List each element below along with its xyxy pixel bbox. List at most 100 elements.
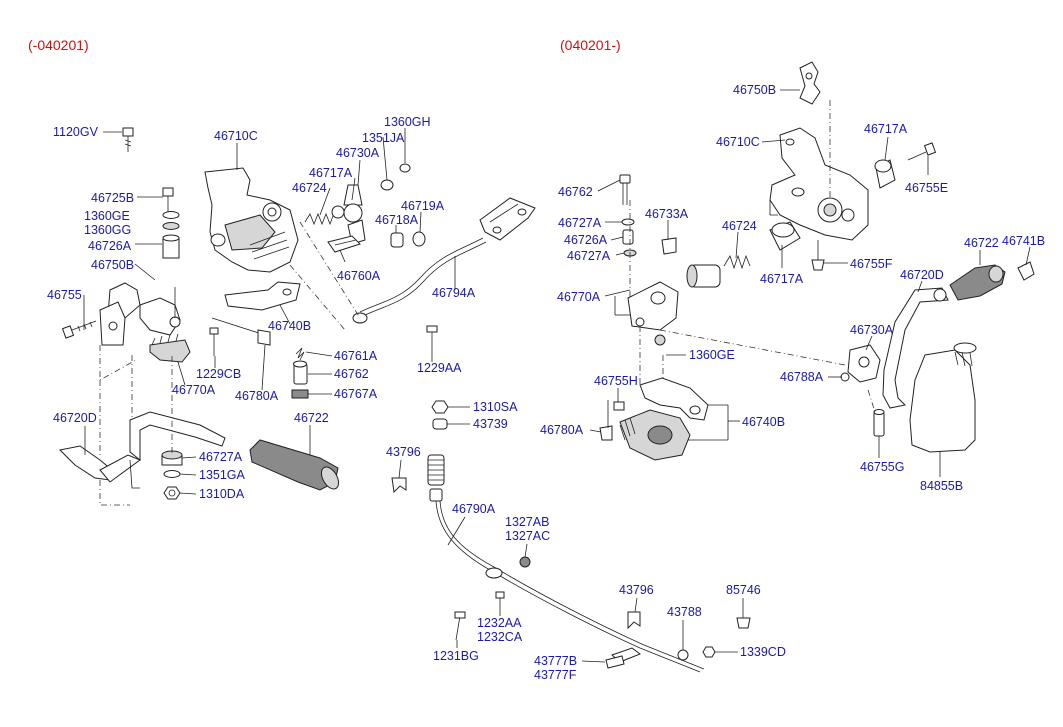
label-43739: 43739	[473, 417, 508, 431]
right-assembly	[599, 61, 1035, 461]
label-r-46733a: 46733A	[645, 207, 689, 221]
label-r-46722: 46722	[964, 236, 999, 250]
right-centerlines	[629, 100, 876, 413]
label-46750b: 46750B	[91, 258, 134, 272]
label-r-46727a-1: 46727A	[558, 216, 602, 230]
knob-46722-drawing	[249, 439, 340, 491]
label-43796-left: 43796	[386, 445, 421, 459]
cable-end-drawing	[427, 454, 705, 673]
label-43788: 43788	[667, 605, 702, 619]
label-46718a: 46718A	[375, 213, 419, 227]
left-date-header: (-040201)	[28, 37, 89, 53]
label-1360ge: 1360GE	[84, 209, 130, 223]
label-1339cd: 1339CD	[740, 645, 786, 659]
label-r-84855b: 84855B	[920, 479, 963, 493]
label-1351ga: 1351GA	[199, 468, 246, 482]
label-1310sa: 1310SA	[473, 400, 518, 414]
label-1232aa: 1232AA	[477, 616, 522, 630]
part-labels: 1120GV 46710C 1360GH 1351JA 46730A 46717…	[47, 83, 1045, 682]
label-r-46717a-bottom: 46717A	[760, 272, 804, 286]
label-43777b: 43777B	[534, 654, 577, 668]
shift-gate-right-drawing	[619, 377, 709, 461]
label-r-46720d: 46720D	[900, 268, 944, 282]
label-r-46755e: 46755E	[905, 181, 948, 195]
label-r-46750b: 46750B	[733, 83, 776, 97]
housing-right-drawing	[769, 127, 869, 241]
label-46780a: 46780A	[235, 389, 279, 403]
lever-right-drawing	[882, 287, 949, 409]
lever-46720d-drawing	[58, 411, 226, 489]
fasteners-bottom-left-drawing	[161, 450, 183, 500]
bracket-46750b-drawing	[99, 282, 141, 346]
label-46724: 46724	[292, 181, 327, 195]
bracket-46740b-drawing	[224, 281, 301, 311]
label-1229cb: 1229CB	[196, 367, 241, 381]
bolt-46725b-drawing	[162, 187, 180, 259]
bolt-46755-drawing	[61, 320, 97, 339]
left-assembly	[58, 127, 536, 506]
bolt-1120gv-drawing	[122, 127, 134, 152]
selector-46770a-drawing	[139, 287, 191, 363]
leader-lines	[83, 89, 1031, 663]
label-1120gv: 1120GV	[53, 125, 99, 139]
label-46727a: 46727A	[199, 450, 243, 464]
right-date-header: (040201-)	[560, 37, 621, 53]
cable-46794a-drawing	[352, 197, 536, 324]
label-r-46727a-2: 46727A	[567, 249, 611, 263]
label-1327ab: 1327AB	[505, 515, 549, 529]
label-1229aa: 1229AA	[417, 361, 462, 375]
spring-46724-drawing	[304, 212, 334, 226]
label-r-46780a: 46780A	[540, 423, 584, 437]
label-r-46740b: 46740B	[742, 415, 785, 429]
label-46770a: 46770A	[172, 383, 216, 397]
cable-assembly	[391, 400, 751, 673]
label-r-46724: 46724	[722, 219, 757, 233]
label-r-46710c: 46710C	[716, 135, 760, 149]
label-1231bg: 1231BG	[433, 649, 479, 663]
label-1360gh: 1360GH	[384, 115, 431, 129]
label-1351ja: 1351JA	[362, 131, 405, 145]
bolt-1229cb-drawing	[209, 327, 219, 356]
label-46726a: 46726A	[88, 239, 132, 253]
housing-46710c-drawing	[204, 167, 299, 273]
boot-84855b-drawing	[909, 342, 977, 453]
bolt-1229aa-drawing	[426, 325, 438, 355]
label-r-1360ge: 1360GE	[689, 348, 735, 362]
label-46717a: 46717A	[309, 166, 353, 180]
label-46760a: 46760A	[337, 269, 381, 283]
label-r-46762: 46762	[558, 185, 593, 199]
label-1310da: 1310DA	[199, 487, 245, 501]
label-46710c: 46710C	[214, 129, 258, 143]
label-46740b: 46740B	[268, 319, 311, 333]
label-46722: 46722	[294, 411, 329, 425]
label-r-46755g: 46755G	[860, 460, 904, 474]
label-r-46741b: 46741B	[1002, 234, 1045, 248]
label-r-46770a: 46770A	[557, 290, 601, 304]
label-46720d: 46720D	[53, 411, 97, 425]
label-43777f: 43777F	[534, 668, 577, 682]
bushings-drawing	[390, 231, 426, 248]
label-r-46726a: 46726A	[564, 233, 608, 247]
label-r-46755h: 46755H	[594, 374, 638, 388]
label-46719a: 46719A	[401, 199, 445, 213]
plate-46780a-drawing	[211, 317, 271, 346]
label-1232ca: 1232CA	[477, 630, 523, 644]
small-parts-drawing	[291, 347, 309, 399]
left-centerlines	[99, 221, 361, 506]
label-46767a: 46767A	[334, 387, 378, 401]
label-46790a: 46790A	[452, 502, 496, 516]
label-1360gg: 1360GG	[84, 223, 131, 237]
label-46761a: 46761A	[334, 349, 378, 363]
label-46730a: 46730A	[336, 146, 380, 160]
label-46725b: 46725B	[91, 191, 134, 205]
label-46755: 46755	[47, 288, 82, 302]
pin-46762-drawing	[619, 174, 637, 257]
label-85746: 85746	[726, 583, 761, 597]
label-r-46717a-top: 46717A	[864, 122, 908, 136]
selector-right-drawing	[627, 281, 679, 346]
bolts-lower-drawing	[454, 591, 505, 641]
label-43796-right: 43796	[619, 583, 654, 597]
label-r-46755f: 46755F	[850, 257, 893, 271]
label-r-46730a: 46730A	[850, 323, 894, 337]
